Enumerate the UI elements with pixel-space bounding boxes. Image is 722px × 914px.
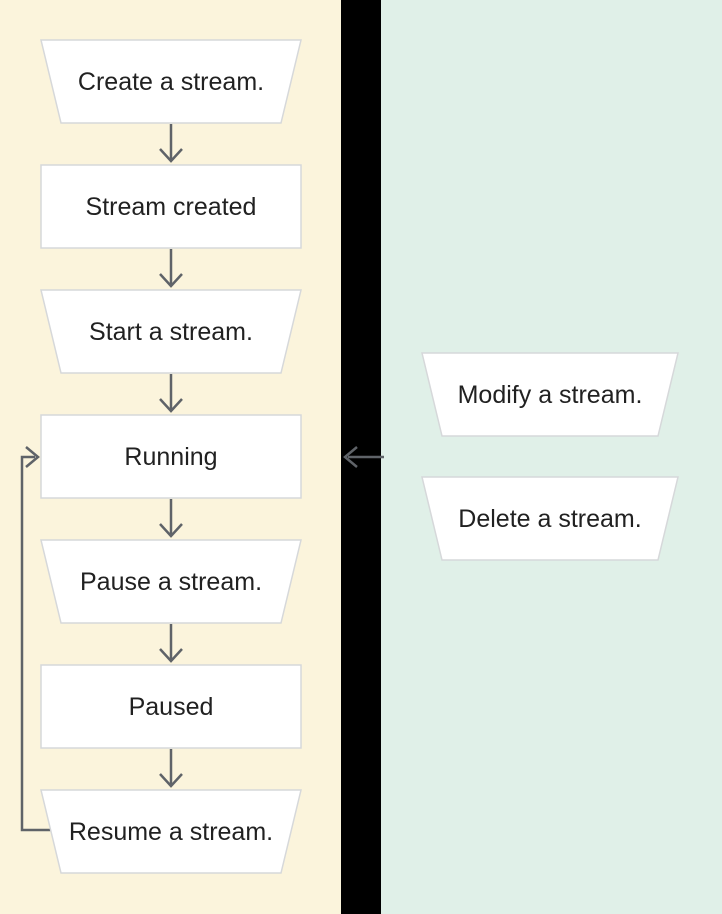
node-stream-created-label: Stream created xyxy=(86,193,257,221)
node-running: Running xyxy=(40,414,302,499)
node-resume-stream-shape xyxy=(40,789,302,874)
node-paused-shape xyxy=(40,664,302,749)
node-stream-created-shape xyxy=(40,164,302,249)
node-running-shape xyxy=(40,414,302,499)
node-pause-stream-label: Pause a stream. xyxy=(80,568,262,596)
node-start-stream-shape xyxy=(40,289,302,374)
arrow-running-to-pause xyxy=(159,499,183,538)
node-paused-label: Paused xyxy=(129,693,214,721)
node-delete-stream: Delete a stream. xyxy=(421,476,679,561)
node-stream-created: Stream created xyxy=(40,164,302,249)
arrow-paused-to-resume xyxy=(159,749,183,788)
node-running-label: Running xyxy=(124,443,217,471)
node-resume-stream-label: Resume a stream. xyxy=(69,818,273,846)
node-delete-stream-shape xyxy=(421,476,679,561)
arrow-pause-to-paused xyxy=(159,624,183,663)
node-create-stream-label: Create a stream. xyxy=(78,68,264,96)
arrow-right-panel-to-running xyxy=(343,446,384,468)
node-modify-stream-shape xyxy=(421,352,679,437)
node-delete-stream-label: Delete a stream. xyxy=(458,505,641,533)
node-start-stream: Start a stream. xyxy=(40,289,302,374)
arrow-resume-to-running-loop xyxy=(20,446,52,832)
right-panel-background xyxy=(381,0,722,914)
arrow-create-to-created xyxy=(159,124,183,163)
node-modify-stream: Modify a stream. xyxy=(421,352,679,437)
node-pause-stream: Pause a stream. xyxy=(40,539,302,624)
node-start-stream-label: Start a stream. xyxy=(89,318,253,346)
node-resume-stream: Resume a stream. xyxy=(40,789,302,874)
node-pause-stream-shape xyxy=(40,539,302,624)
node-create-stream: Create a stream. xyxy=(40,39,302,124)
node-modify-stream-label: Modify a stream. xyxy=(458,381,643,409)
node-create-stream-shape xyxy=(40,39,302,124)
node-paused: Paused xyxy=(40,664,302,749)
arrow-created-to-start xyxy=(159,249,183,288)
arrow-start-to-running xyxy=(159,374,183,413)
